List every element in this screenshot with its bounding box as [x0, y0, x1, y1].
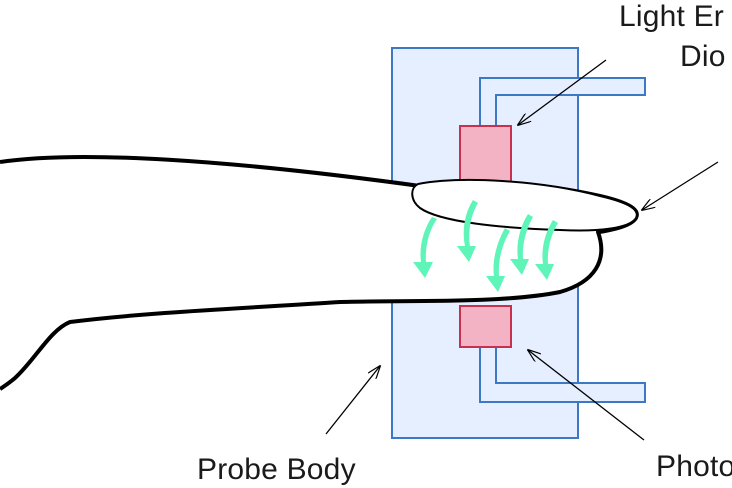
photodetector: [459, 305, 512, 348]
led-wire: [479, 77, 646, 126]
photodetector-label: Photo: [656, 450, 732, 483]
led-label-line1: Light Er: [619, 0, 724, 33]
probe-body-label: Probe Body: [197, 453, 356, 486]
photodetector-wire: [479, 347, 646, 403]
probe-body-pointer: [325, 366, 380, 435]
nail-pointer: [642, 161, 719, 210]
led-pointer: [518, 59, 607, 125]
led-label-line2: Dio: [680, 40, 726, 73]
light-emitting-diode: [459, 125, 512, 185]
light-path-arrows: [413, 200, 558, 292]
photo-pointer: [528, 350, 645, 441]
